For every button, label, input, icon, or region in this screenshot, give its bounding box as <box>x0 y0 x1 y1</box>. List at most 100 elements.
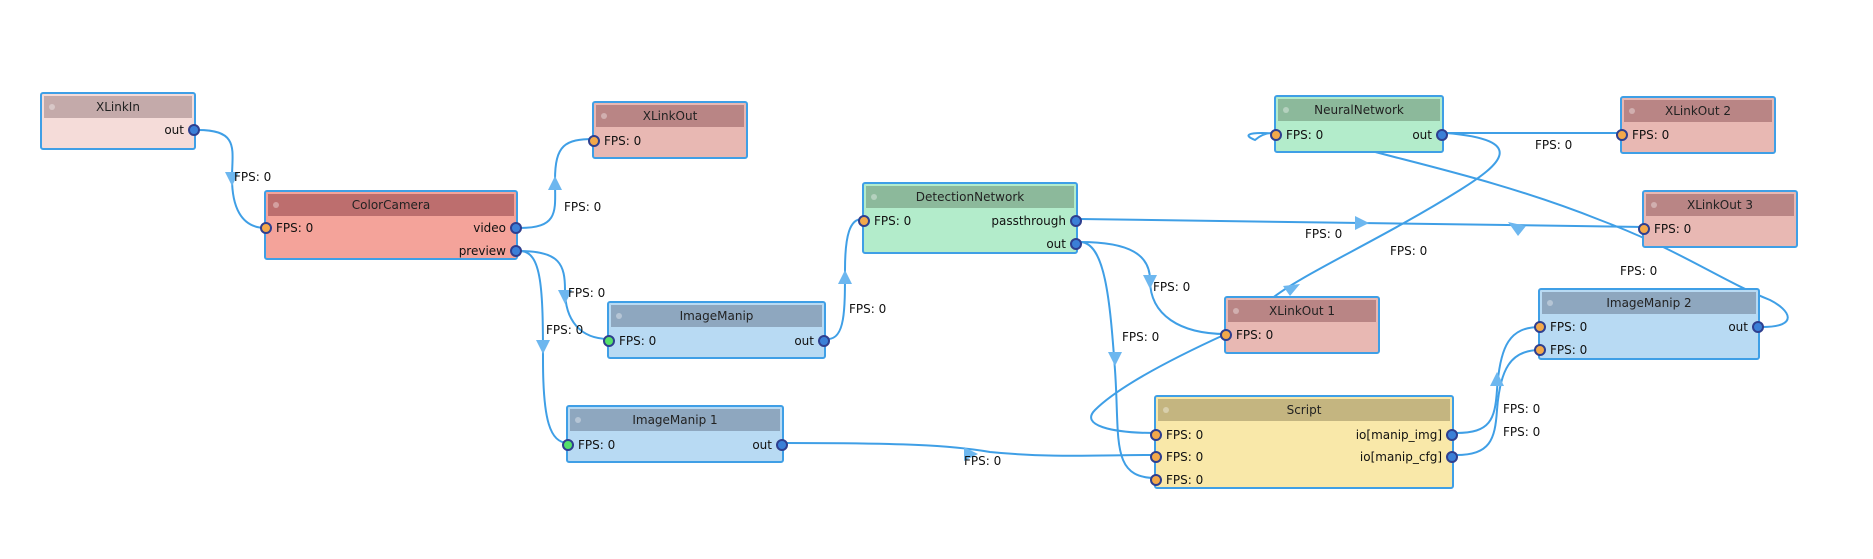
port-connector-icon[interactable] <box>1616 129 1628 141</box>
port-connector-icon[interactable] <box>1070 238 1082 250</box>
port-connector-icon[interactable] <box>1446 451 1458 463</box>
node-grip-icon[interactable] <box>1233 308 1239 314</box>
node-xlinkout-1[interactable]: XLinkOut 1 FPS: 0 <box>1220 296 1380 354</box>
wire-label: FPS: 0 <box>564 200 602 214</box>
port-connector-icon[interactable] <box>603 335 615 347</box>
wire-detection-script <box>1079 241 1157 479</box>
wire-arrow <box>1355 216 1369 230</box>
port-connector-icon[interactable] <box>562 439 574 451</box>
input-port-2[interactable]: FPS: 0 <box>1534 342 1587 358</box>
port-label: out <box>1728 320 1748 334</box>
node-grip-icon[interactable] <box>1547 300 1553 306</box>
node-xlinkin[interactable]: XLinkIn out <box>40 92 200 150</box>
port-connector-icon[interactable] <box>1638 223 1650 235</box>
port-connector-icon[interactable] <box>1150 474 1162 486</box>
node-xlinkout-2[interactable]: XLinkOut 2 FPS: 0 <box>1616 96 1776 154</box>
node-xlinkout[interactable]: XLinkOut FPS: 0 <box>588 101 748 159</box>
port-connector-icon[interactable] <box>510 245 522 257</box>
port-connector-icon[interactable] <box>1752 321 1764 333</box>
port-label: FPS: 0 <box>1550 320 1588 334</box>
input-port[interactable]: FPS: 0 <box>603 333 656 349</box>
output-port-manip-cfg[interactable]: io[manip_cfg] <box>1360 449 1458 465</box>
port-connector-icon[interactable] <box>776 439 788 451</box>
node-imagemanip-1[interactable]: ImageManip 1 FPS: 0 out <box>562 405 788 463</box>
input-port-2[interactable]: FPS: 0 <box>1150 449 1203 465</box>
input-port[interactable]: FPS: 0 <box>588 133 641 149</box>
node-detectionnetwork[interactable]: DetectionNetwork FPS: 0 passthrough out <box>858 182 1082 254</box>
output-port-out[interactable]: out <box>1412 127 1448 143</box>
input-port-1[interactable]: FPS: 0 <box>1150 427 1203 443</box>
wire-preview-imagemanip1 <box>519 250 569 444</box>
input-port[interactable]: FPS: 0 <box>858 213 911 229</box>
port-connector-icon[interactable] <box>1436 129 1448 141</box>
node-grip-icon[interactable] <box>871 194 877 200</box>
port-connector-icon[interactable] <box>858 215 870 227</box>
port-connector-icon[interactable] <box>188 124 200 136</box>
wire-label: FPS: 0 <box>849 302 887 316</box>
port-connector-icon[interactable] <box>510 222 522 234</box>
output-port-out[interactable]: out <box>1046 236 1082 252</box>
node-xlinkout-3[interactable]: XLinkOut 3 FPS: 0 <box>1638 190 1798 248</box>
node-grip-icon[interactable] <box>1651 202 1657 208</box>
node-grip-icon[interactable] <box>1163 407 1169 413</box>
wire-arrow <box>1490 372 1504 386</box>
node-grip-icon[interactable] <box>1629 108 1635 114</box>
port-label: FPS: 0 <box>1166 428 1204 442</box>
node-grip-icon[interactable] <box>49 104 55 110</box>
wire-arrow <box>964 447 978 461</box>
port-connector-icon[interactable] <box>1270 129 1282 141</box>
node-grip-icon[interactable] <box>575 417 581 423</box>
node-grip-icon[interactable] <box>1283 107 1289 113</box>
input-port[interactable]: FPS: 0 <box>1638 221 1691 237</box>
input-port-1[interactable]: FPS: 0 <box>1534 319 1587 335</box>
port-label: FPS: 0 <box>619 334 657 348</box>
wire-arrow <box>548 176 562 190</box>
output-port-out[interactable]: out <box>752 437 788 453</box>
port-connector-icon[interactable] <box>1534 321 1546 333</box>
port-connector-icon[interactable] <box>1150 429 1162 441</box>
node-imagemanip-2[interactable]: ImageManip 2 FPS: 0 FPS: 0 out <box>1534 288 1764 360</box>
port-connector-icon[interactable] <box>260 222 272 234</box>
port-connector-icon[interactable] <box>818 335 830 347</box>
output-port-out[interactable]: out <box>1728 319 1764 335</box>
port-connector-icon[interactable] <box>1220 329 1232 341</box>
output-port-out[interactable]: out <box>794 333 830 349</box>
node-title: ImageManip <box>679 309 754 323</box>
node-imagemanip[interactable]: ImageManip FPS: 0 out <box>603 301 830 359</box>
port-connector-icon[interactable] <box>1070 215 1082 227</box>
input-port[interactable]: FPS: 0 <box>1270 127 1323 143</box>
port-label: io[manip_cfg] <box>1359 450 1442 464</box>
node-neuralnetwork[interactable]: NeuralNetwork FPS: 0 out <box>1270 95 1448 153</box>
port-connector-icon[interactable] <box>1446 429 1458 441</box>
output-port-preview[interactable]: preview <box>459 243 522 259</box>
port-connector-icon[interactable] <box>588 135 600 147</box>
node-grip-icon[interactable] <box>601 113 607 119</box>
wire-arrow <box>225 172 239 186</box>
input-port[interactable]: FPS: 0 <box>562 437 615 453</box>
node-grip-icon[interactable] <box>616 313 622 319</box>
wire-label: FPS: 0 <box>964 454 1002 468</box>
node-grip-icon[interactable] <box>273 202 279 208</box>
output-port-manip-img[interactable]: io[manip_img] <box>1356 427 1458 443</box>
input-port[interactable]: FPS: 0 <box>1616 127 1669 143</box>
port-connector-icon[interactable] <box>1534 344 1546 356</box>
input-port-3[interactable]: FPS: 0 <box>1150 472 1203 488</box>
wire-imagemanip1-script <box>785 442 1157 457</box>
input-port[interactable]: FPS: 0 <box>1220 327 1273 343</box>
wire-arrow <box>1108 352 1122 366</box>
output-port-out[interactable]: out <box>164 122 200 138</box>
node-script[interactable]: Script FPS: 0 FPS: 0 FPS: 0 io[manip_img… <box>1150 395 1458 489</box>
wire-label: FPS: 0 <box>546 323 584 337</box>
output-port-video[interactable]: video <box>473 220 522 236</box>
port-connector-icon[interactable] <box>1150 451 1162 463</box>
output-port-passthrough[interactable]: passthrough <box>991 213 1082 229</box>
port-label: FPS: 0 <box>1632 128 1670 142</box>
wire-script-cfg <box>1455 349 1541 456</box>
input-port[interactable]: FPS: 0 <box>260 220 313 236</box>
port-label: FPS: 0 <box>1286 128 1324 142</box>
wire-label: FPS: 0 <box>1390 244 1428 258</box>
port-label: FPS: 0 <box>1550 343 1588 357</box>
port-label: preview <box>458 244 506 258</box>
node-colorcamera[interactable]: ColorCamera FPS: 0 video preview <box>260 190 522 260</box>
